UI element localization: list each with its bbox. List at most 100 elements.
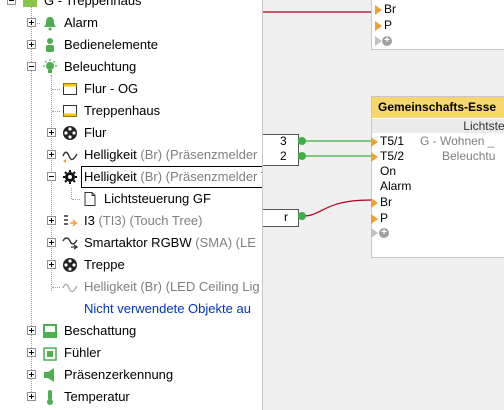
expand-toggle[interactable] — [47, 216, 56, 225]
document-icon — [84, 192, 96, 206]
block-title[interactable]: Gemeinschafts-Esse — [372, 97, 504, 118]
tree-item-label: Präsenzerkennung — [64, 367, 174, 382]
folder-icon — [23, 0, 37, 7]
tree-item-helligkeit-selected[interactable] — [0, 166, 262, 188]
add-port-icon[interactable]: + — [379, 228, 389, 238]
tree-item-treppe[interactable]: Treppe — [0, 254, 262, 276]
tree-item-label: Fühler — [64, 345, 101, 360]
tree-item-fuehler[interactable]: Fühler — [0, 342, 262, 364]
function-block-top[interactable]: Br P + — [371, 0, 504, 50]
port-label: On — [380, 164, 397, 178]
shade-icon — [43, 324, 57, 338]
port-label: P — [380, 211, 389, 225]
tree-item-suffix: (TI3) (Touch Tree) — [94, 213, 203, 228]
room-icon — [63, 105, 77, 117]
sensor-icon — [43, 347, 57, 361]
input-port-marker — [371, 198, 378, 208]
expand-toggle[interactable] — [27, 40, 36, 49]
tree-item-label: Treppe — [84, 257, 125, 272]
splitter[interactable] — [262, 0, 263, 410]
tree-item-flur[interactable]: Flur — [0, 122, 262, 144]
tree-item-unused-objects[interactable]: Nicht verwendete Objekte au — [0, 298, 262, 320]
input-port-marker — [371, 228, 378, 238]
function-block-main[interactable]: Gemeinschafts-Esse Lichtsteuer T5/1 G - … — [371, 96, 504, 258]
tree-item-flur-og[interactable]: Flur - OG — [0, 78, 262, 100]
rgbw-actuator-icon — [62, 237, 78, 250]
expand-toggle[interactable] — [47, 260, 56, 269]
tree-item-smartaktor[interactable]: Smartaktor RGBW (SMA) (LE — [0, 232, 262, 254]
input-port-marker — [375, 5, 382, 15]
tree-item-beleuchtung[interactable]: Beleuchtung — [0, 56, 262, 78]
tree-item-i3[interactable]: I3 (TI3) (Touch Tree) — [0, 210, 262, 232]
stub-label: 2 — [280, 149, 287, 163]
expand-toggle[interactable] — [47, 150, 56, 159]
expand-toggle[interactable] — [27, 348, 36, 357]
port-label: P — [384, 18, 393, 32]
tree-root[interactable]: G - Treppenhaus — [0, 0, 262, 12]
output-port-dot[interactable] — [298, 152, 306, 160]
stub-label: r — [284, 210, 288, 224]
bell-icon — [44, 17, 56, 31]
input-port-marker — [375, 36, 382, 46]
tree-item-beschattung[interactable]: Beschattung — [0, 320, 262, 342]
tree-item-suffix: (Br) (Präsenzmelder — [136, 147, 258, 162]
input-port-marker — [371, 214, 378, 224]
expand-toggle[interactable] — [27, 370, 36, 379]
tree-item-helligkeit-1[interactable]: Helligkeit (Br) (Präsenzmelder — [0, 144, 262, 166]
tree-item-label: Beschattung — [64, 323, 137, 338]
tree-item-suffix: (SMA) (LE — [191, 235, 256, 250]
link-stub-block[interactable]: r — [263, 209, 299, 227]
tree-item-helligkeit-led[interactable]: Helligkeit (Br) (LED Ceiling Lig — [0, 276, 262, 298]
tree-item-label: Nicht verwendete Objekte au — [84, 301, 251, 316]
tree-item-bedienelemente[interactable]: Bedienelemente — [0, 34, 262, 56]
stub-label: 3 — [280, 134, 287, 148]
brightness-wave-icon — [62, 151, 78, 163]
tree-item-label: Flur - OG — [84, 81, 139, 96]
collapse-toggle[interactable] — [27, 62, 36, 71]
film-reel-icon — [63, 258, 77, 272]
tree-item-label: Smartaktor RGBW — [84, 235, 192, 250]
expand-toggle[interactable] — [47, 128, 56, 137]
link-stub-block[interactable]: 3 2 — [263, 134, 299, 166]
port-label: T5/1 — [380, 134, 405, 148]
room-icon — [63, 83, 77, 95]
tree-item-label: Temperatur — [64, 389, 130, 404]
port-label: Alarm — [380, 179, 412, 193]
presence-icon — [44, 368, 54, 382]
tree-root-label: G - Treppenhaus — [44, 0, 142, 8]
port-label: Br — [384, 2, 396, 16]
gear-icon — [63, 170, 77, 184]
thermometer-icon — [47, 390, 53, 405]
connection-wires — [263, 11, 372, 217]
selected-item-tooltip: Helligkeit (Br) (Präsenzmelder Tree,Haus… — [81, 166, 262, 188]
tree-item-praesenzerkennung[interactable]: Präsenzerkennung — [0, 364, 262, 386]
output-port-dot[interactable] — [298, 137, 306, 145]
tree-item-treppenhaus[interactable]: Treppenhaus — [0, 100, 262, 122]
lightbulb-icon — [43, 59, 57, 73]
tree-item-alarm[interactable]: Alarm — [0, 12, 262, 34]
collapse-toggle[interactable] — [47, 172, 56, 181]
expand-toggle[interactable] — [27, 326, 36, 335]
logic-canvas[interactable]: Br P + 3 2 r Gemeinschafts-Esse Lichtste… — [263, 0, 504, 410]
collapse-toggle[interactable] — [7, 0, 16, 5]
input-icon — [64, 215, 78, 227]
tree-item-label: Lichtsteuerung GF — [104, 191, 211, 206]
output-port-dot[interactable] — [298, 212, 306, 220]
tree-item-temperatur[interactable]: Temperatur — [0, 386, 262, 408]
hand-touch-icon — [46, 38, 54, 52]
port-description: G - Wohnen _ — [420, 134, 495, 148]
tree-item-lichtsteuerung-gf[interactable]: Lichtsteuerung GF — [0, 188, 262, 210]
tree-item-suffix: (Br) (Präsenzmelder Tree,Hauseingang) — [140, 169, 262, 184]
add-port-icon[interactable]: + — [382, 36, 392, 46]
tree-item-label: Flur — [84, 125, 107, 140]
tree-item-label: Beleuchtung — [64, 59, 137, 74]
tree-item-label: Helligkeit — [84, 147, 137, 162]
expand-toggle[interactable] — [47, 238, 56, 247]
expand-toggle[interactable] — [27, 392, 36, 401]
block-subtitle: Lichtsteuer — [372, 119, 504, 133]
input-port-marker — [371, 137, 378, 147]
film-reel-icon — [63, 126, 77, 140]
expand-toggle[interactable] — [27, 18, 36, 27]
tree-item-label: I3 — [84, 213, 95, 228]
input-port-marker — [371, 152, 378, 162]
